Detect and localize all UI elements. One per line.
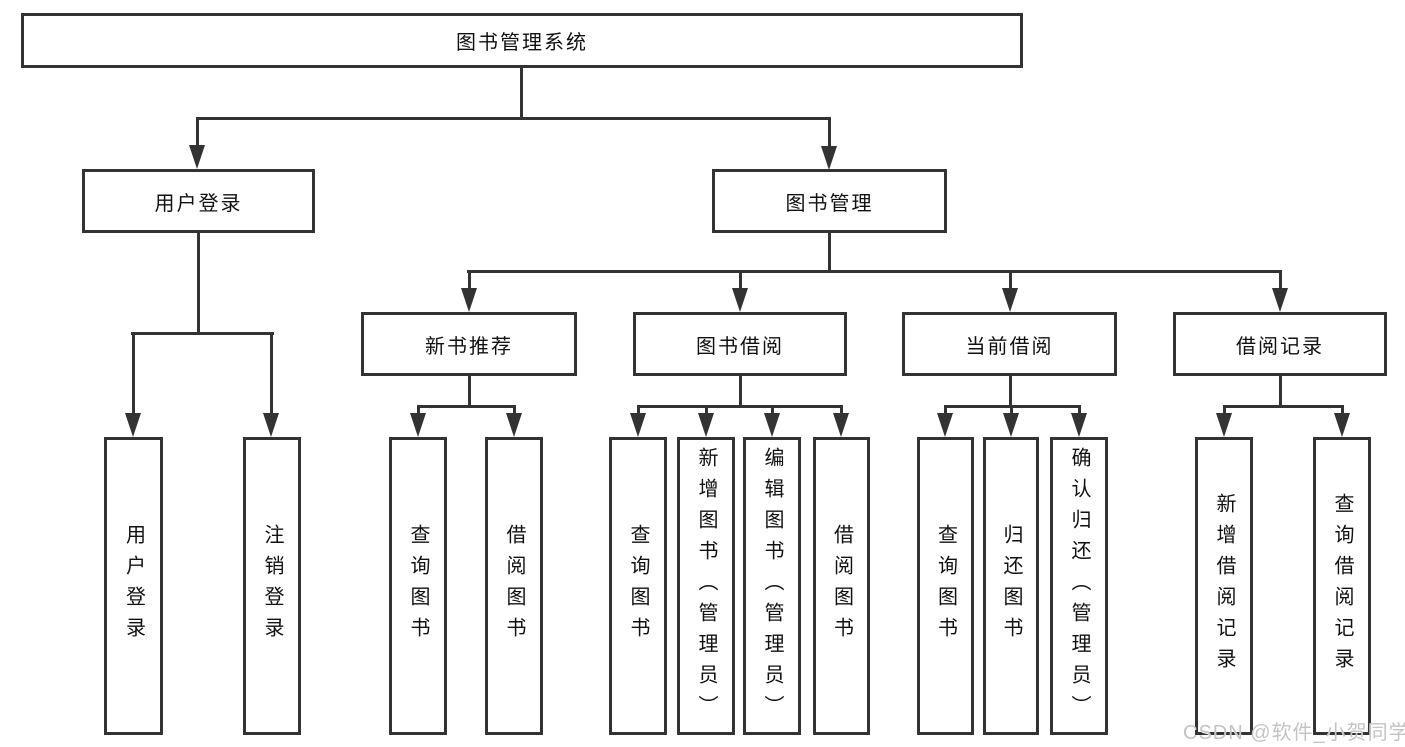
node-borrow-records: 借阅记录 bbox=[1173, 312, 1387, 376]
arrow-down-icon bbox=[1002, 288, 1018, 312]
arrow-down-icon bbox=[1272, 288, 1288, 312]
arrow-down-icon bbox=[461, 288, 477, 312]
leaf-current-confirm-return: 确认归还（管理员） bbox=[1050, 437, 1108, 735]
leaf-borrow-borrow-books: 借阅图书 bbox=[813, 437, 870, 735]
arrow-down-icon bbox=[833, 413, 849, 437]
arrow-down-icon bbox=[506, 413, 522, 437]
node-book-borrow-label: 图书借阅 bbox=[696, 335, 784, 358]
connector-line bbox=[270, 332, 273, 416]
leaf-records-add-record: 新增借阅记录 bbox=[1195, 437, 1253, 735]
arrow-down-icon bbox=[1003, 413, 1019, 437]
connector-line bbox=[1223, 405, 1344, 408]
connector-line bbox=[739, 270, 742, 292]
node-book-borrow: 图书借阅 bbox=[633, 312, 847, 376]
connector-line bbox=[1078, 405, 1081, 415]
leaf-records-query-record: 查询借阅记录 bbox=[1313, 437, 1371, 735]
leaf-user-login: 用户登录 bbox=[104, 437, 163, 735]
connector-line bbox=[828, 117, 831, 147]
leaf-borrow-query-books-label: 查询图书 bbox=[627, 524, 649, 648]
connector-line bbox=[468, 376, 471, 407]
connector-line bbox=[132, 332, 135, 416]
leaf-user-login-label: 用户登录 bbox=[122, 524, 145, 648]
leaf-current-return-books: 归还图书 bbox=[983, 437, 1039, 735]
leaf-newbook-borrow-books-label: 借阅图书 bbox=[503, 524, 525, 648]
connector-line bbox=[944, 405, 947, 415]
arrow-down-icon bbox=[732, 288, 748, 312]
arrow-down-icon bbox=[698, 413, 714, 437]
arrow-down-icon bbox=[410, 413, 426, 437]
connector-line bbox=[828, 233, 831, 273]
leaf-records-query-record-label: 查询借阅记录 bbox=[1331, 493, 1353, 679]
arrow-down-icon bbox=[1334, 413, 1350, 437]
node-library-system: 图书管理系统 bbox=[21, 13, 1023, 68]
node-current-borrow-label: 当前借阅 bbox=[965, 335, 1054, 358]
connector-line bbox=[520, 68, 523, 118]
connector-line bbox=[1010, 405, 1013, 415]
node-user-login: 用户登录 bbox=[82, 169, 315, 233]
leaf-newbook-borrow-books: 借阅图书 bbox=[485, 437, 543, 735]
arrow-down-icon bbox=[1071, 413, 1087, 437]
leaf-borrow-query-books: 查询图书 bbox=[609, 437, 667, 735]
node-book-management-label: 图书管理 bbox=[785, 192, 874, 215]
node-user-login-label: 用户登录 bbox=[154, 192, 243, 215]
leaf-borrow-add-books-label: 新增图书（管理员） bbox=[695, 446, 717, 726]
leaf-current-confirm-return-label: 确认归还（管理员） bbox=[1068, 446, 1090, 726]
connector-line bbox=[197, 233, 200, 335]
node-current-borrow: 当前借阅 bbox=[902, 312, 1117, 376]
leaf-borrow-borrow-books-label: 借阅图书 bbox=[830, 524, 853, 648]
connector-line bbox=[468, 270, 471, 292]
connector-line bbox=[739, 376, 742, 407]
leaf-current-query-books-label: 查询图书 bbox=[934, 524, 957, 648]
leaf-newbook-query-books: 查询图书 bbox=[389, 437, 447, 735]
connector-line bbox=[513, 405, 516, 415]
connector-line bbox=[1279, 376, 1282, 407]
connector-line bbox=[637, 405, 843, 408]
connector-line bbox=[1341, 405, 1344, 415]
leaf-current-return-books-label: 归还图书 bbox=[1000, 524, 1022, 648]
leaf-records-add-record-label: 新增借阅记录 bbox=[1213, 493, 1235, 679]
connector-line bbox=[705, 405, 708, 415]
connector-line bbox=[1009, 270, 1012, 292]
leaf-borrow-add-books: 新增图书（管理员） bbox=[677, 437, 735, 735]
connector-line bbox=[840, 405, 843, 415]
connector-line bbox=[771, 405, 774, 415]
arrow-down-icon bbox=[263, 413, 279, 437]
arrow-down-icon bbox=[189, 145, 205, 169]
connector-line bbox=[197, 117, 831, 120]
leaf-logout-label: 注销登录 bbox=[261, 524, 283, 648]
node-library-system-label: 图书管理系统 bbox=[456, 32, 588, 54]
arrow-down-icon bbox=[764, 413, 780, 437]
node-new-book-recommend: 新书推荐 bbox=[361, 312, 577, 376]
connector-line bbox=[637, 405, 640, 415]
arrow-down-icon bbox=[937, 413, 953, 437]
leaf-logout: 注销登录 bbox=[243, 437, 301, 735]
node-new-book-recommend-label: 新书推荐 bbox=[425, 335, 513, 358]
leaf-borrow-edit-books: 编辑图书（管理员） bbox=[743, 437, 801, 735]
node-book-management: 图书管理 bbox=[712, 169, 947, 233]
connector-line bbox=[1009, 376, 1012, 407]
connector-line bbox=[417, 405, 516, 408]
arrow-down-icon bbox=[821, 146, 837, 170]
leaf-newbook-query-books-label: 查询图书 bbox=[407, 524, 429, 648]
node-borrow-records-label: 借阅记录 bbox=[1236, 335, 1324, 358]
arrow-down-icon bbox=[630, 413, 646, 437]
connector-line bbox=[1279, 270, 1282, 292]
arrow-down-icon bbox=[125, 413, 141, 437]
connector-line bbox=[417, 405, 420, 415]
arrow-down-icon bbox=[1216, 413, 1232, 437]
leaf-borrow-edit-books-label: 编辑图书（管理员） bbox=[761, 446, 783, 726]
connector-line bbox=[467, 270, 1282, 273]
connector-line bbox=[196, 117, 199, 147]
connector-line bbox=[131, 332, 274, 335]
leaf-current-query-books: 查询图书 bbox=[917, 437, 974, 735]
csdn-watermark: CSDN @软件_小贺同学 bbox=[1183, 722, 1405, 744]
connector-line bbox=[1223, 405, 1226, 415]
